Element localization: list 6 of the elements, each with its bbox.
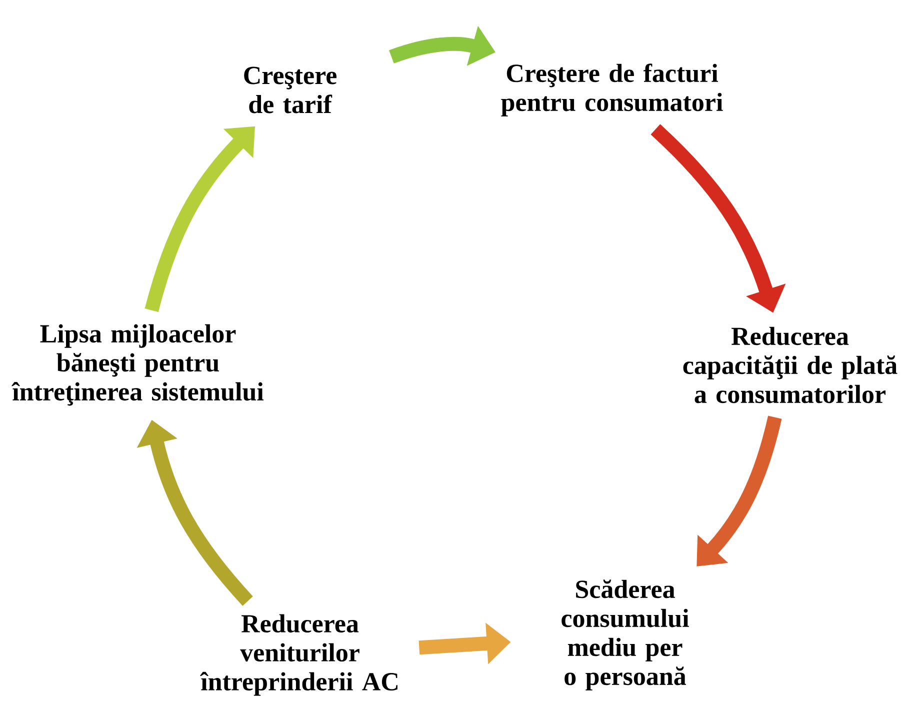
step-text: Scăderea consumului mediu per o persoană bbox=[562, 580, 689, 690]
step-text: Reducerea capacităţii de plată a consumatorilor bbox=[683, 326, 898, 404]
step-text: Creştere de facturi pentru consumatori bbox=[501, 64, 723, 116]
step-text: Creştere de tarif bbox=[244, 66, 336, 114]
step-text: Reducerea veniturilor întreprinderii AC bbox=[200, 614, 398, 696]
step-text: Lipsa mijloacelor băneşti pentru întreţinerea sistemului bbox=[12, 324, 264, 406]
